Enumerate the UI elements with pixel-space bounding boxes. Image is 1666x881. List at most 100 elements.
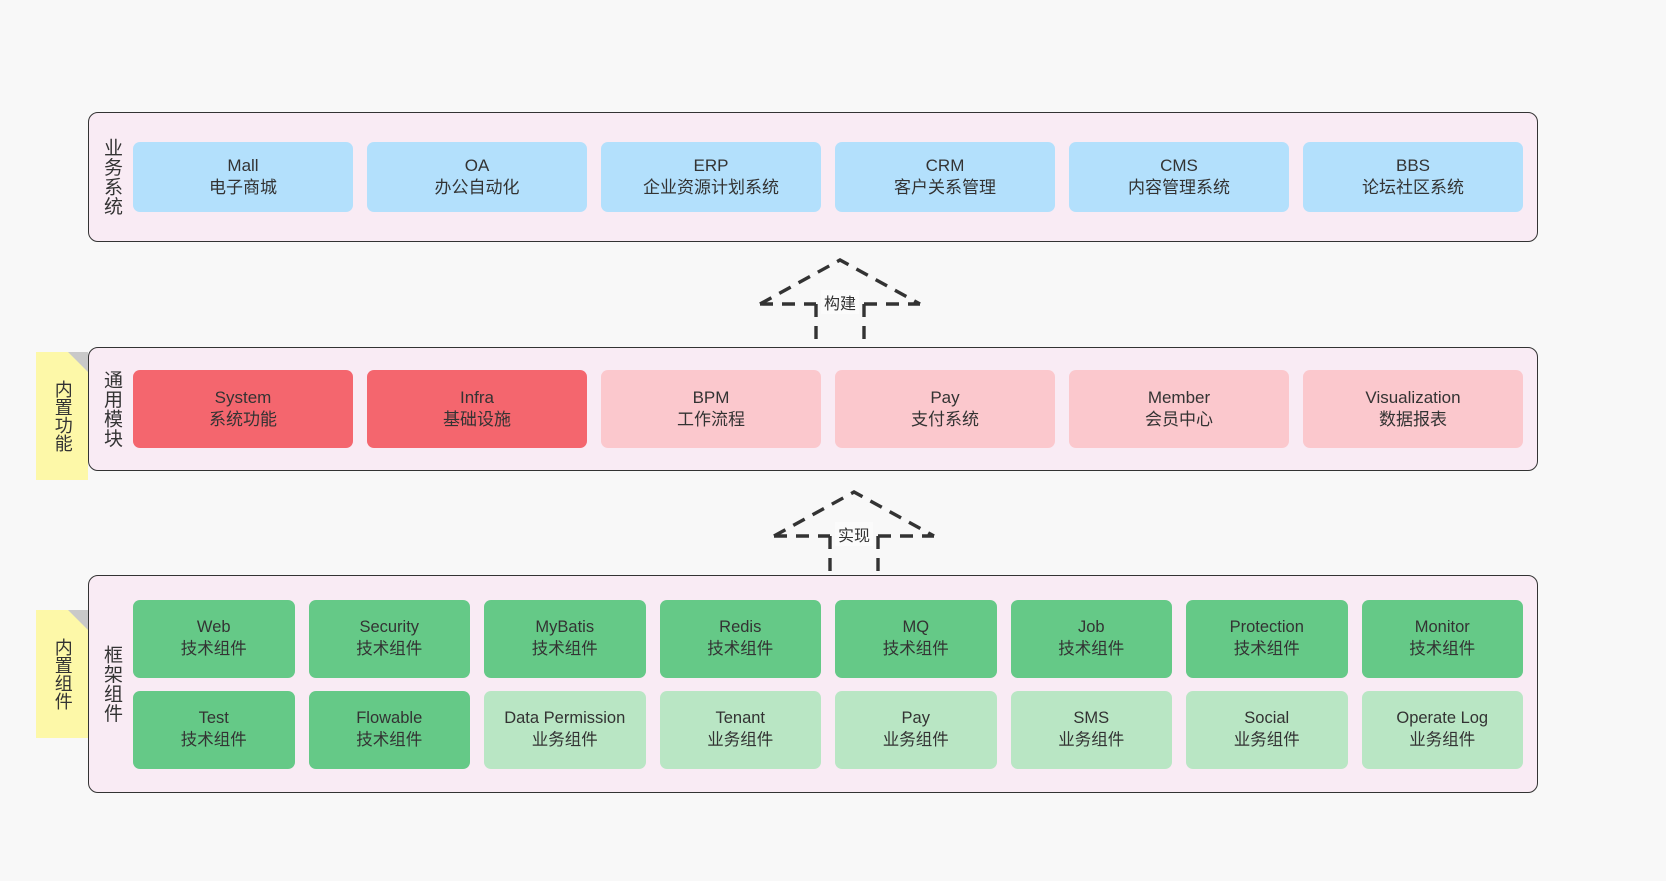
card-title-en: Web (196, 617, 231, 636)
business-card-row: Mall 电子商城 OA 办公自动化 ERP 企业资源计划系统 CRM 客户关系… (133, 142, 1523, 212)
card-title-cn: 技术组件 (180, 639, 247, 658)
layer-body-framework: Web 技术组件 Security 技术组件 MyBatis 技术组件 Redi… (133, 576, 1537, 792)
layer-body-business: Mall 电子商城 OA 办公自动化 ERP 企业资源计划系统 CRM 客户关系… (133, 113, 1537, 241)
card-title-en: Mall (227, 155, 259, 175)
card-title-cn: 技术组件 (356, 730, 423, 749)
card-title-cn: 系统功能 (209, 410, 277, 429)
card-title-cn: 业务组件 (882, 730, 949, 749)
card-title-en: Data Permission (504, 708, 626, 727)
card-visualization[interactable]: Visualization 数据报表 (1303, 370, 1523, 448)
card-protection[interactable]: Protection 技术组件 (1186, 599, 1348, 678)
card-test[interactable]: Test 技术组件 (133, 690, 295, 769)
card-title-cn: 企业资源计划系统 (643, 178, 779, 197)
card-title-cn: 办公自动化 (434, 178, 520, 197)
connector-implement: 实现 (764, 488, 944, 584)
card-oa[interactable]: OA 办公自动化 (367, 142, 587, 212)
card-title-cn: 论坛社区系统 (1362, 178, 1464, 197)
card-title-cn: 技术组件 (882, 639, 949, 658)
layer-common-modules: 通用模块 System 系统功能 Infra 基础设施 BPM 工作流程 Pay… (88, 347, 1538, 471)
card-title-en: BBS (1395, 155, 1431, 175)
arrowhead-left-right (759, 258, 921, 306)
card-mall[interactable]: Mall 电子商城 (133, 142, 353, 212)
card-title-cn: 业务组件 (1233, 730, 1300, 749)
card-title-en: CRM (925, 155, 965, 175)
card-system[interactable]: System 系统功能 (133, 370, 353, 448)
note-text: 内置组件 (52, 638, 73, 710)
card-title-cn: 电子商城 (209, 178, 277, 197)
card-pay-component[interactable]: Pay 业务组件 (835, 690, 997, 769)
card-title-en: Infra (459, 387, 495, 407)
card-title-en: MyBatis (535, 617, 595, 636)
card-title-cn: 技术组件 (1233, 639, 1300, 658)
card-title-en: Visualization (1365, 387, 1461, 407)
card-title-cn: 会员中心 (1145, 410, 1213, 429)
card-monitor[interactable]: Monitor 技术组件 (1361, 599, 1523, 678)
framework-tech-row: Web 技术组件 Security 技术组件 MyBatis 技术组件 Redi… (133, 599, 1523, 678)
card-title-en: MQ (902, 617, 930, 636)
note-builtin-components: 内置组件 (36, 610, 88, 738)
card-title-en: Member (1147, 387, 1211, 407)
card-title-en: Redis (719, 617, 762, 636)
card-security[interactable]: Security 技术组件 (308, 599, 470, 678)
card-operate-log[interactable]: Operate Log 业务组件 (1361, 690, 1523, 769)
card-title-en: Flowable (356, 708, 423, 727)
card-title-en: BPM (692, 387, 730, 407)
card-bbs[interactable]: BBS 论坛社区系统 (1303, 142, 1523, 212)
card-mybatis[interactable]: MyBatis 技术组件 (484, 599, 646, 678)
card-title-cn: 业务组件 (1409, 730, 1476, 749)
card-title-en: Pay (901, 708, 930, 727)
note-builtin-functions: 内置功能 (36, 352, 88, 480)
card-data-permission[interactable]: Data Permission 业务组件 (484, 690, 646, 769)
card-title-cn: 内容管理系统 (1128, 178, 1230, 197)
card-web[interactable]: Web 技术组件 (133, 599, 295, 678)
connector-implement-label: 实现 (834, 522, 874, 546)
layer-title-framework: 框架组件 (101, 645, 123, 723)
framework-business-row: Test 技术组件 Flowable 技术组件 Data Permission … (133, 690, 1523, 769)
card-title-en: CMS (1160, 155, 1198, 175)
card-title-cn: 业务组件 (707, 730, 774, 749)
layer-title-business: 业务系统 (101, 138, 123, 216)
card-erp[interactable]: ERP 企业资源计划系统 (601, 142, 821, 212)
card-title-en: Job (1077, 617, 1105, 636)
card-title-cn: 客户关系管理 (894, 178, 996, 197)
card-member[interactable]: Member 会员中心 (1069, 370, 1289, 448)
card-bpm[interactable]: BPM 工作流程 (601, 370, 821, 448)
card-pay-module[interactable]: Pay 支付系统 (835, 370, 1055, 448)
card-tenant[interactable]: Tenant 业务组件 (659, 690, 821, 769)
card-title-cn: 业务组件 (1058, 730, 1125, 749)
card-infra[interactable]: Infra 基础设施 (367, 370, 587, 448)
layer-title-modules: 通用模块 (101, 370, 123, 448)
card-title-en: ERP (693, 155, 729, 175)
card-title-cn: 数据报表 (1379, 410, 1447, 429)
card-sms[interactable]: SMS 业务组件 (1010, 690, 1172, 769)
card-crm[interactable]: CRM 客户关系管理 (835, 142, 1055, 212)
card-cms[interactable]: CMS 内容管理系统 (1069, 142, 1289, 212)
card-redis[interactable]: Redis 技术组件 (659, 599, 821, 678)
card-title-en: Operate Log (1396, 708, 1489, 727)
connector-build-label: 构建 (820, 290, 860, 314)
card-mq[interactable]: MQ 技术组件 (835, 599, 997, 678)
connector-build: 构建 (750, 256, 930, 352)
module-card-row: System 系统功能 Infra 基础设施 BPM 工作流程 Pay 支付系统… (133, 370, 1523, 448)
card-title-cn: 工作流程 (677, 410, 745, 429)
card-title-cn: 技术组件 (531, 639, 598, 658)
layer-business-systems: 业务系统 Mall 电子商城 OA 办公自动化 ERP 企业资源计划系统 CRM… (88, 112, 1538, 242)
card-title-en: Social (1244, 708, 1290, 727)
card-flowable[interactable]: Flowable 技术组件 (308, 690, 470, 769)
card-title-cn: 技术组件 (1409, 639, 1476, 658)
card-title-en: Monitor (1414, 617, 1470, 636)
card-title-cn: 技术组件 (1058, 639, 1125, 658)
card-title-cn: 支付系统 (911, 410, 979, 429)
card-title-cn: 技术组件 (356, 639, 423, 658)
note-text: 内置功能 (52, 380, 73, 452)
card-social[interactable]: Social 业务组件 (1186, 690, 1348, 769)
card-title-cn: 基础设施 (443, 410, 511, 429)
card-title-en: Tenant (715, 708, 766, 727)
card-job[interactable]: Job 技术组件 (1010, 599, 1172, 678)
layer-body-modules: System 系统功能 Infra 基础设施 BPM 工作流程 Pay 支付系统… (133, 348, 1537, 470)
card-title-en: SMS (1073, 708, 1110, 727)
card-title-cn: 技术组件 (707, 639, 774, 658)
arrowhead-left-right (773, 490, 935, 538)
card-title-en: Security (359, 617, 420, 636)
